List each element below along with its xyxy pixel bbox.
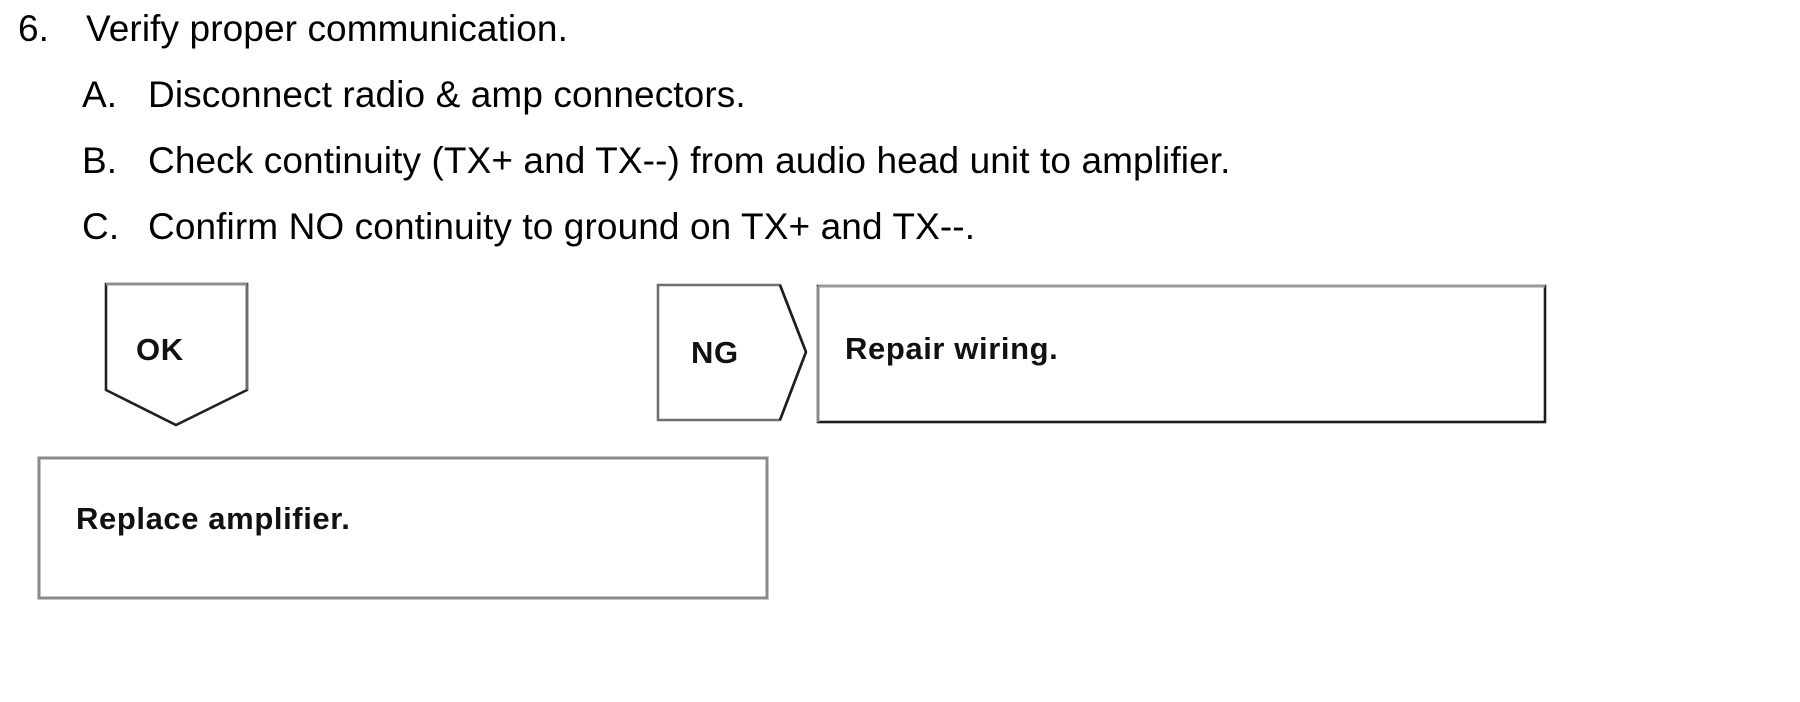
substep-c-text: Confirm NO continuity to ground on TX+ a… (148, 206, 976, 247)
ok-node-label: OK (136, 332, 184, 367)
step-number: 6. (18, 8, 50, 49)
ng-node-arrow-upper (778, 284, 808, 353)
substep-a-marker: A. (82, 74, 118, 115)
step-title: Verify proper communication. (86, 8, 568, 49)
substep-c-row: C. Confirm NO continuity to ground on TX… (82, 208, 975, 245)
ng-node-label: NG (691, 335, 739, 370)
repair-node-label: Repair wiring. (845, 331, 1059, 366)
substep-b-text: Check continuity (TX+ and TX--) from aud… (148, 140, 1231, 181)
step-6-row: 6. Verify proper communication. (18, 10, 568, 47)
substep-a-row: A. Disconnect radio & amp connectors. (82, 76, 746, 113)
substep-b-row: B. Check continuity (TX+ and TX--) from … (82, 142, 1231, 179)
substep-b-marker: B. (82, 140, 118, 181)
replace-node-label: Replace amplifier. (76, 501, 351, 536)
substep-c-marker: C. (82, 206, 120, 247)
ng-node-arrow-lower (778, 351, 808, 421)
substep-a-text: Disconnect radio & amp connectors. (148, 74, 746, 115)
